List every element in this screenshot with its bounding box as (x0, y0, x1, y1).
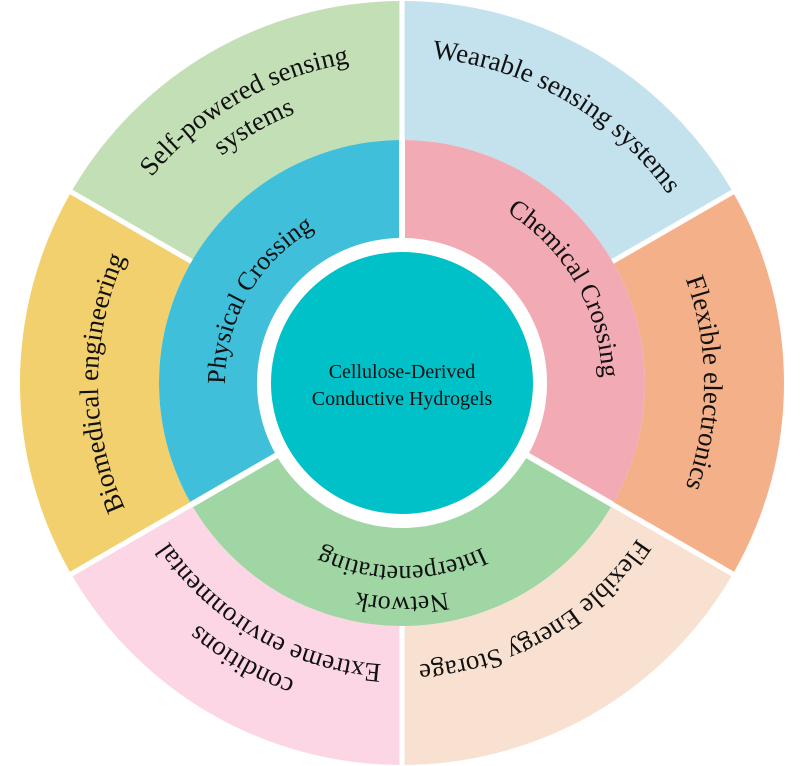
outer-sector-flexible-electronics (613, 194, 784, 572)
outer-sector-biomedical (19, 194, 191, 572)
outer-sector-energy-storage (404, 506, 732, 765)
center-label-line1: Cellulose-Derived (329, 361, 476, 383)
outer-sector-self-powered (72, 1, 400, 260)
outer-sector-wearable (404, 1, 732, 260)
middle-sector-chemical (404, 140, 645, 502)
middle-sector-physical (159, 140, 400, 502)
middle-sector-ipn (193, 458, 611, 626)
center-disc (271, 252, 533, 514)
label-ipn-line2: Network (353, 586, 451, 620)
outer-sector-extreme (72, 506, 400, 765)
center-label-line2: Conductive Hydrogels (312, 388, 493, 410)
